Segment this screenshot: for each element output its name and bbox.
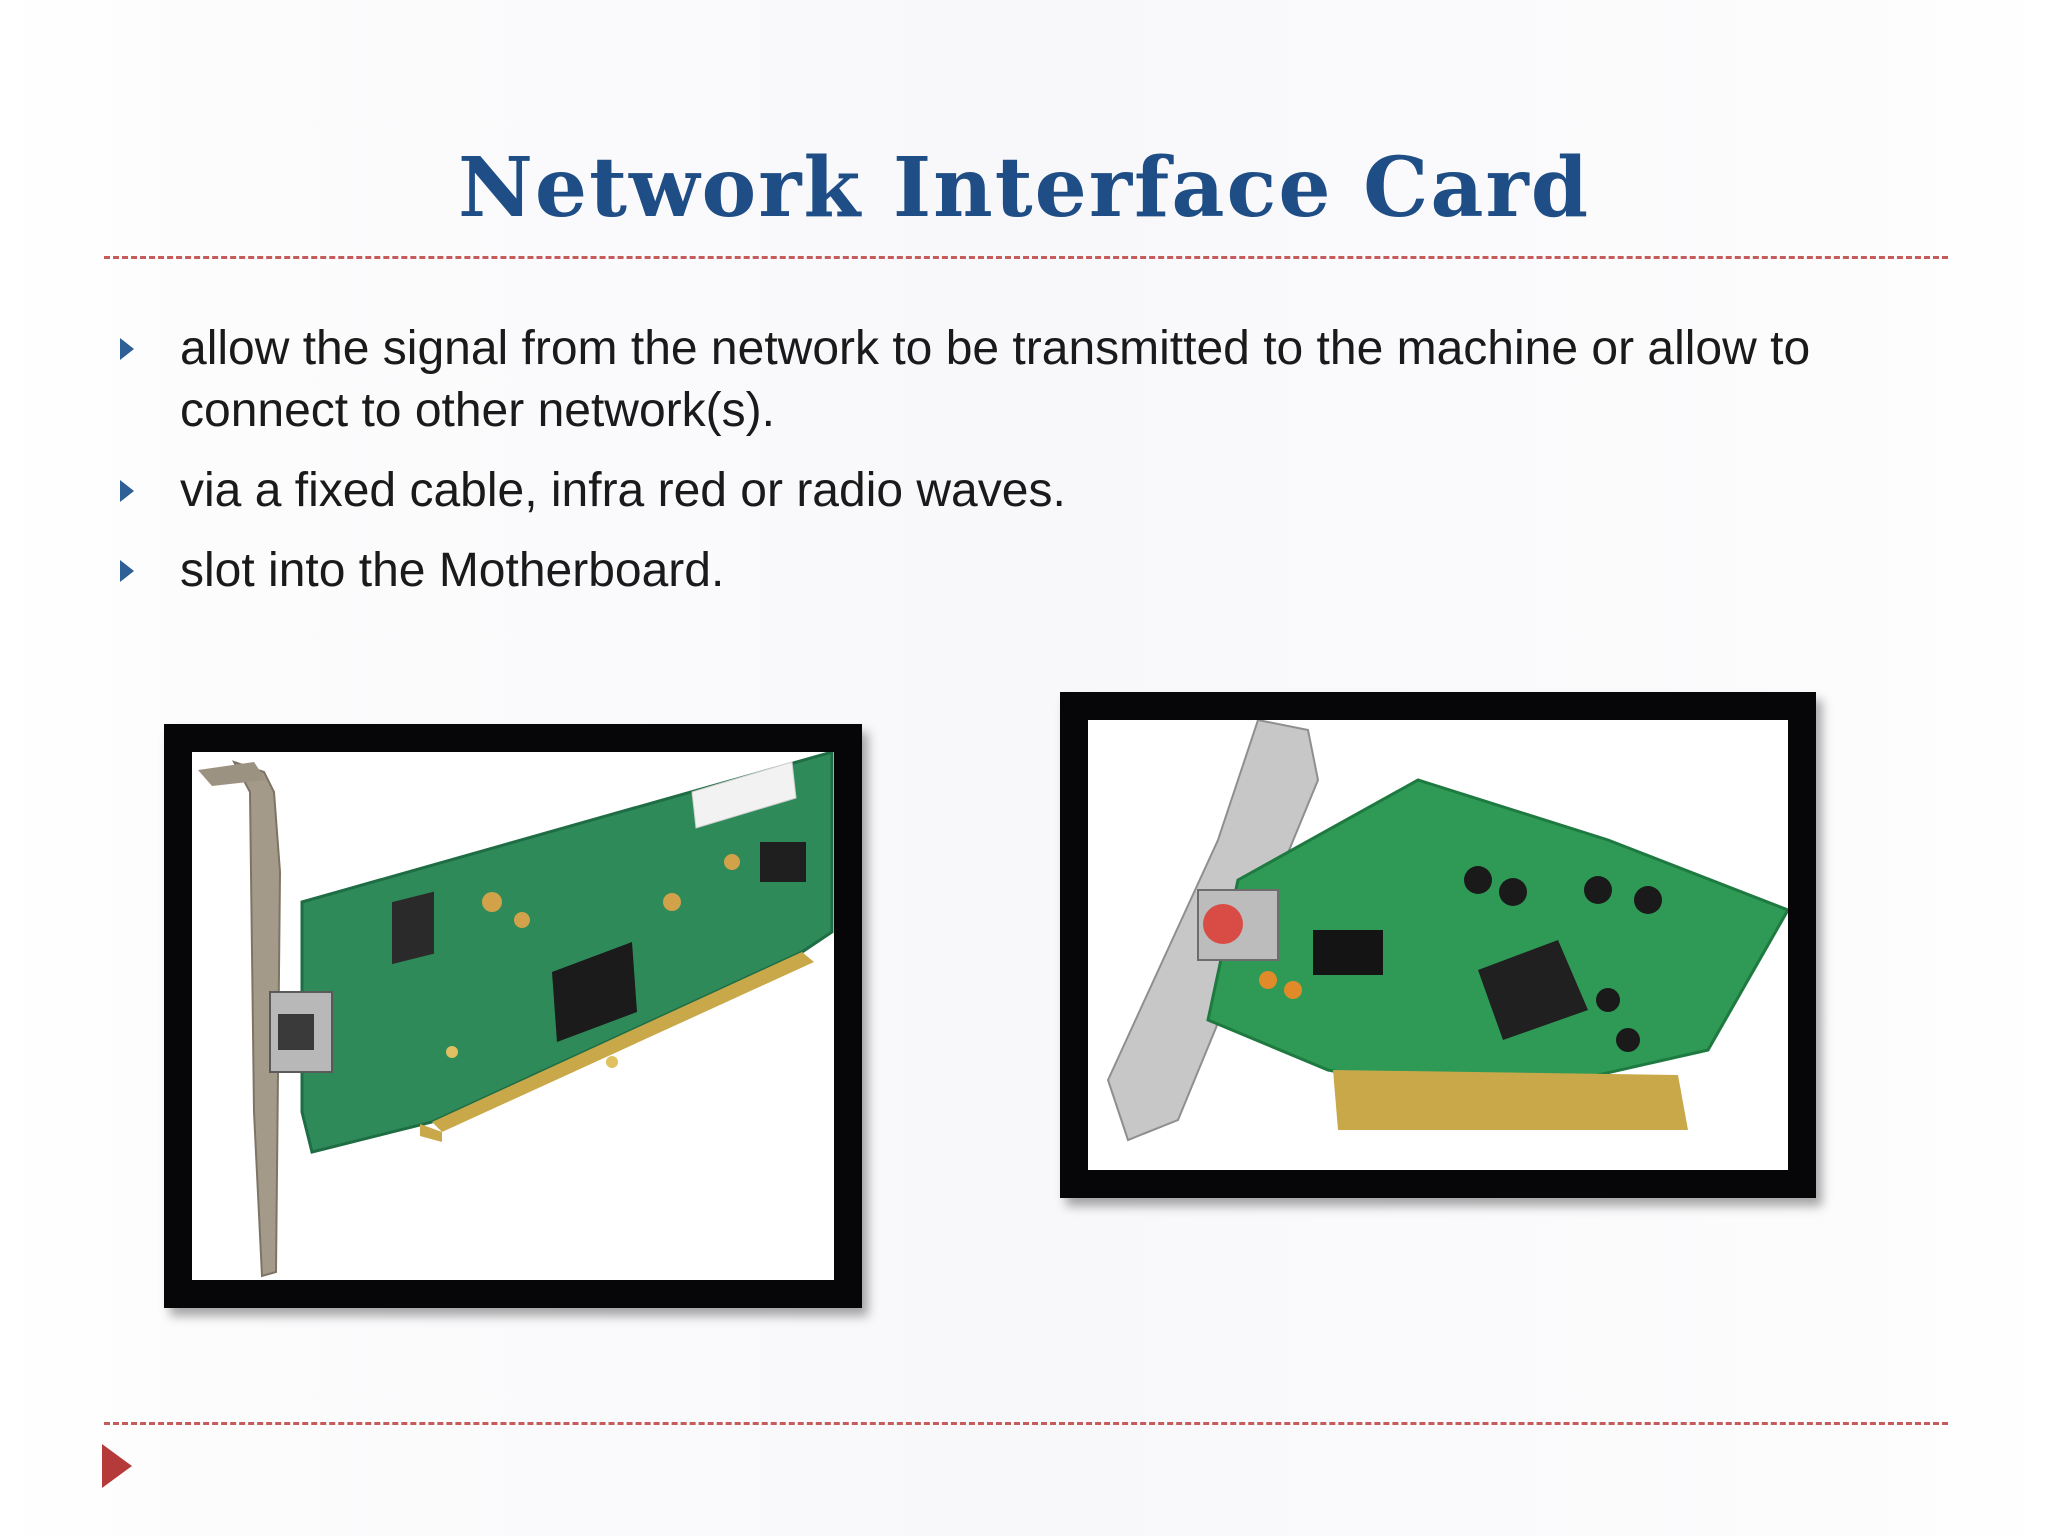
bullet-text: slot into the Motherboard. xyxy=(180,544,725,597)
next-slide-arrow-icon[interactable] xyxy=(102,1444,132,1488)
nic-card-icon xyxy=(1106,720,1788,1142)
bullet-item: allow the signal from the network to be … xyxy=(110,318,1950,442)
nic-photo-frame-left xyxy=(164,724,862,1308)
nic-photo-right xyxy=(1088,720,1788,1170)
footer-divider xyxy=(104,1422,1948,1425)
nic-card-icon xyxy=(198,752,834,1278)
bullet-item: slot into the Motherboard. xyxy=(110,540,1950,602)
nic-photo-frame-right xyxy=(1060,692,1816,1198)
title-divider xyxy=(104,256,1948,259)
bullet-text: via a fixed cable, infra red or radio wa… xyxy=(180,464,1066,517)
nic-photo-left xyxy=(192,752,834,1280)
triangle-right-icon xyxy=(120,480,134,502)
bullet-item: via a fixed cable, infra red or radio wa… xyxy=(110,460,1950,522)
triangle-right-icon xyxy=(120,338,134,360)
slide-title: Network Interface Card xyxy=(457,140,1591,236)
triangle-right-icon xyxy=(120,560,134,582)
bullet-text: allow the signal from the network to be … xyxy=(180,322,1811,437)
bullet-list: allow the signal from the network to be … xyxy=(110,318,1950,620)
